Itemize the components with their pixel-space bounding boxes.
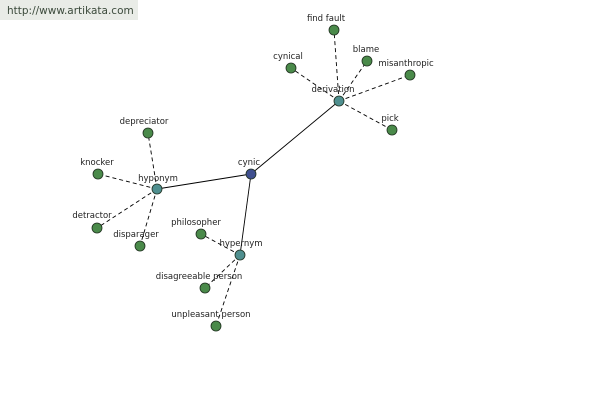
- edge-derivation-blame: [338, 60, 368, 102]
- label-philosopher: philosopher: [171, 218, 221, 228]
- label-cynic: cynic: [238, 158, 260, 168]
- edge-hyponym-depreciator: [147, 132, 158, 190]
- node-derivation[interactable]: [333, 95, 345, 107]
- node-depreciator[interactable]: [142, 127, 154, 139]
- label-unpleasant_person: unpleasant person: [171, 310, 250, 320]
- node-unpleasant_person[interactable]: [210, 320, 222, 332]
- label-depreciator: depreciator: [120, 117, 169, 127]
- label-hyponym: hyponym: [138, 174, 178, 184]
- label-derivation: derivation: [311, 85, 354, 95]
- node-knocker[interactable]: [92, 168, 104, 180]
- edge-cynic-hyponym: [156, 173, 252, 190]
- label-knocker: knocker: [80, 158, 114, 168]
- label-disparager: disparager: [113, 230, 159, 240]
- edge-hypernym-unpleasant_person: [215, 254, 241, 327]
- node-find_fault[interactable]: [328, 24, 340, 36]
- edge-hyponym-knocker: [97, 173, 158, 190]
- node-cynic[interactable]: [245, 168, 257, 180]
- node-cynical[interactable]: [285, 62, 297, 74]
- edge-cynic-hypernym: [239, 173, 252, 256]
- node-hypernym[interactable]: [234, 249, 246, 261]
- node-misanthropic[interactable]: [404, 69, 416, 81]
- label-misanthropic: misanthropic: [378, 59, 434, 69]
- edges-layer: [96, 29, 411, 327]
- edge-derivation-pick: [338, 100, 393, 131]
- labels-layer: cynic derivation hyponym hypernym find fault…: [72, 14, 434, 320]
- edge-hyponym-detractor: [96, 188, 158, 229]
- edge-hyponym-disparager: [139, 188, 158, 247]
- nodes-layer: [91, 24, 416, 332]
- label-disagreeable_person: disagreeable person: [156, 272, 243, 282]
- label-cynical: cynical: [273, 52, 303, 62]
- node-hyponym[interactable]: [151, 183, 163, 195]
- edge-hypernym-philosopher: [200, 233, 241, 256]
- label-hypernym: hypernym: [219, 239, 262, 249]
- edge-derivation-find_fault: [333, 29, 340, 102]
- edge-derivation-cynical: [290, 67, 340, 102]
- node-philosopher[interactable]: [195, 228, 207, 240]
- node-disparager[interactable]: [134, 240, 146, 252]
- node-blame[interactable]: [361, 55, 373, 67]
- label-find_fault: find fault: [307, 14, 346, 24]
- node-pick[interactable]: [386, 124, 398, 136]
- node-disagreeable_person[interactable]: [199, 282, 211, 294]
- edge-cynic-derivation: [250, 100, 340, 175]
- label-blame: blame: [353, 45, 379, 55]
- label-detractor: detractor: [72, 211, 112, 221]
- label-pick: pick: [381, 114, 398, 124]
- edge-derivation-misanthropic: [338, 74, 411, 102]
- watermark-url: http://www.artikata.com: [0, 0, 138, 20]
- node-detractor[interactable]: [91, 222, 103, 234]
- edge-hypernym-disagreeable_person: [204, 254, 241, 289]
